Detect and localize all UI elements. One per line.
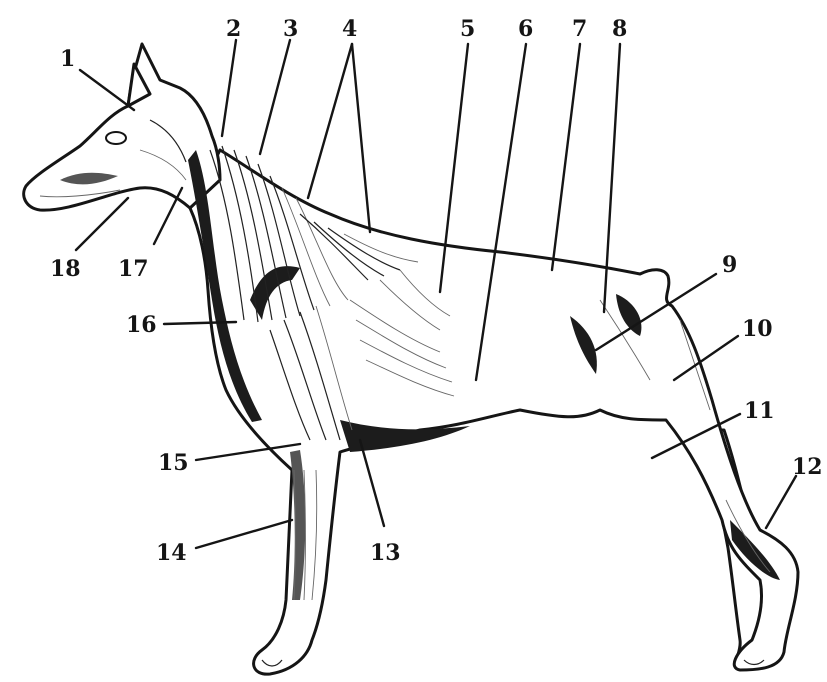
label-16: 16 <box>126 312 157 338</box>
label-1: 1 <box>60 46 75 72</box>
eye-icon <box>106 132 126 144</box>
head <box>24 44 220 210</box>
label-6: 6 <box>518 16 533 42</box>
label-3: 3 <box>283 16 298 42</box>
leader-17 <box>154 188 182 244</box>
leader-4a <box>308 44 352 198</box>
label-5: 5 <box>460 16 475 42</box>
leader-14 <box>196 520 292 548</box>
label-14: 14 <box>156 540 187 566</box>
label-2: 2 <box>226 16 241 42</box>
leader-3 <box>260 40 290 154</box>
label-7: 7 <box>572 16 587 42</box>
label-10: 10 <box>742 316 773 342</box>
label-8: 8 <box>612 16 627 42</box>
label-9: 9 <box>722 252 737 278</box>
leader-4b <box>352 44 370 232</box>
label-13: 13 <box>370 540 401 566</box>
body <box>190 150 798 674</box>
label-15: 15 <box>158 450 189 476</box>
leader-13 <box>360 440 384 526</box>
label-18: 18 <box>50 256 81 282</box>
leader-18 <box>76 198 128 250</box>
leader-7 <box>552 44 580 270</box>
label-11: 11 <box>744 398 775 424</box>
leader-12 <box>766 476 796 528</box>
leader-1 <box>80 70 134 110</box>
label-4: 4 <box>342 16 357 42</box>
label-17: 17 <box>118 256 149 282</box>
leader-2 <box>222 40 236 136</box>
dog-figure <box>24 44 798 674</box>
label-12: 12 <box>792 454 823 480</box>
